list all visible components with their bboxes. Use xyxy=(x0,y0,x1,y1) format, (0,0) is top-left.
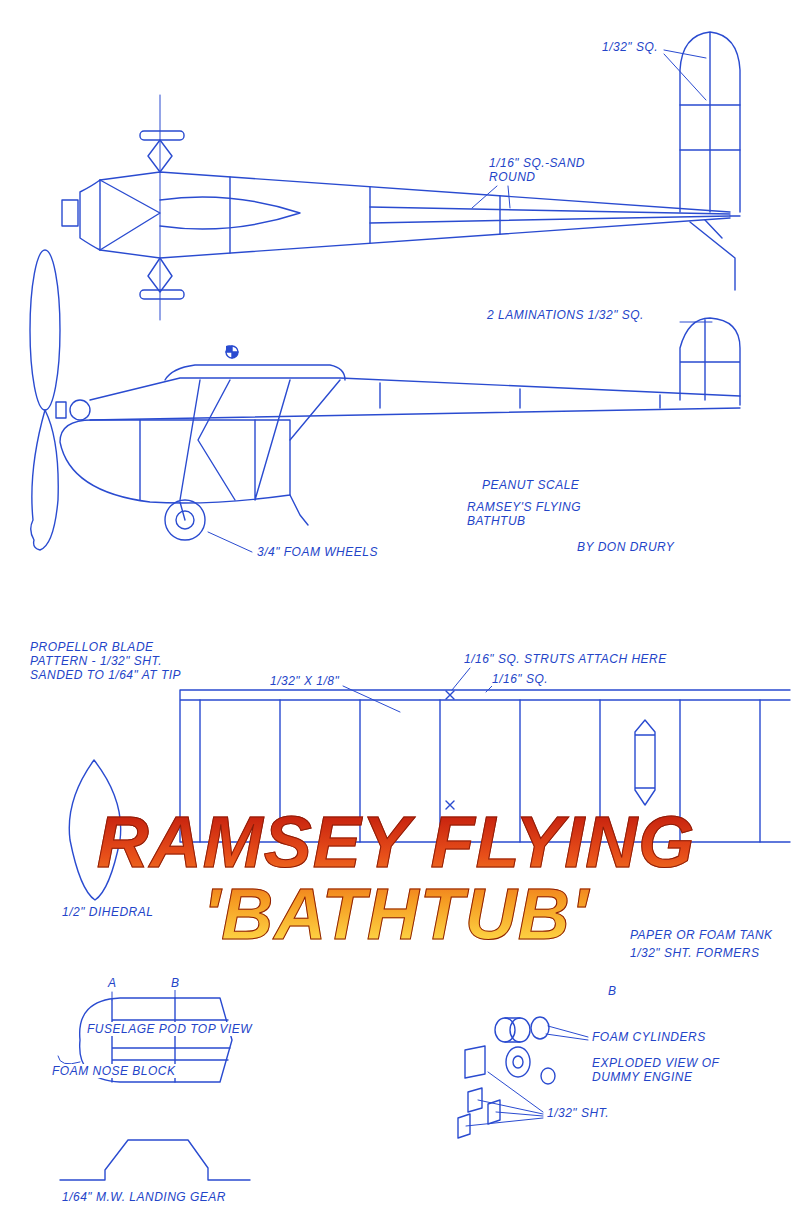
plan-label: 1/16" SQ.-SAND ROUND xyxy=(487,156,601,184)
plan-label: PROPELLOR BLADE PATTERN - 1/32" SHT. SAN… xyxy=(28,640,202,682)
plan-label: A xyxy=(106,976,119,990)
plan-label: 1/32" SQ. xyxy=(600,40,660,54)
plan-label: EXPLODED VIEW OF DUMMY ENGINE xyxy=(590,1056,764,1084)
landing-gear-wire xyxy=(60,1140,250,1180)
plan-label: 1/16" SQ. STRUTS ATTACH HERE xyxy=(462,652,669,666)
plan-label: B xyxy=(169,976,182,990)
plan-label: 1/64" M.W. LANDING GEAR xyxy=(60,1190,228,1204)
plan-label: 2 LAMINATIONS 1/32" SQ. xyxy=(485,308,646,322)
plan-label: RAMSEY'S FLYING BATHTUB xyxy=(465,500,609,528)
side-view xyxy=(30,250,740,552)
plan-label: FOAM NOSE BLOCK xyxy=(50,1064,178,1078)
plan-label: 1/16" SQ. xyxy=(490,672,550,686)
plan-label: PEANUT SCALE xyxy=(480,478,581,492)
plan-label: B xyxy=(606,984,619,998)
plan-label: 1/32" SHT. xyxy=(545,1106,611,1120)
plan-label: FOAM CYLINDERS xyxy=(590,1030,708,1044)
plan-label: 1/32" X 1/8" xyxy=(268,674,341,688)
plan-label: FUSELAGE POD TOP VIEW xyxy=(85,1022,254,1036)
title-overlay: RAMSEY FLYING 'BATHTUB' xyxy=(36,806,756,950)
top-view xyxy=(62,32,740,320)
plan-label: 3/4" FOAM WHEELS xyxy=(255,545,380,559)
plan-label: BY DON DRURY xyxy=(575,540,676,554)
